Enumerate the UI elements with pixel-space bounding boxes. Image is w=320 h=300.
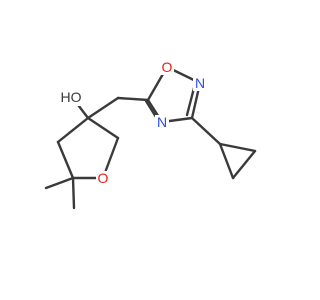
bond-cyclopropyl-1 [218,142,257,153]
bond-c3-c4 [56,116,90,144]
atom-ring-oxygen-oxadiazole: O [160,59,174,75]
bond-c3-methylene [86,96,120,120]
atom-ring-oxygen-thf: O [96,170,110,186]
bond-methyl-2 [71,176,76,210]
thf-oxygen-label: O [98,170,109,186]
bond-methylene-c5ox [116,96,150,102]
molecule-diagram: HO O O N N [44,59,257,210]
bond-c3ox-cyclopropyl [190,116,222,146]
bond-c3-ch2 [86,116,120,140]
oxadiazole-oxygen-label: O [162,59,173,75]
bond-cyclopropyl-3 [218,142,235,180]
atom-nitrogen-4: N [155,114,169,130]
hydroxyl-label: HO [61,89,82,105]
atom-nitrogen-2: N [193,75,207,91]
structure-canvas: HO O O N N [44,59,257,210]
bond-methyl-1 [44,176,75,190]
bond-n4-c5ox-double [144,99,158,119]
nitrogen-4-label: N [157,114,167,130]
nitrogen-2-label: N [195,75,205,91]
bond-c4-c5 [56,140,75,180]
bond-n2-c3ox-double [185,86,196,117]
bond-cyclopropyl-2 [231,149,257,180]
atom-hydroxyl: HO [58,88,84,106]
